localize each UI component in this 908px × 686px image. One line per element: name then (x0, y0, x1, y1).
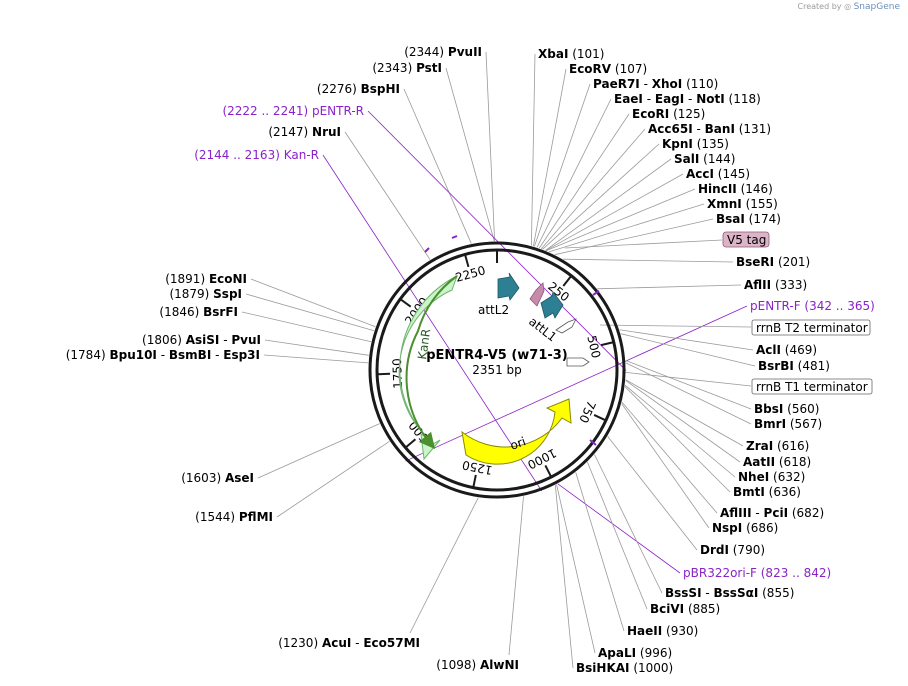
tick-mark (472, 474, 477, 488)
site-label-kpni[interactable]: KpnI (135) (662, 137, 729, 151)
site-label-aflii[interactable]: AflII (333) (744, 278, 807, 292)
site-label-bmti[interactable]: BmtI (636) (733, 485, 801, 499)
site-label-ecori[interactable]: EcoRI (125) (632, 107, 705, 121)
site-label-asisi[interactable]: (1806) AsiSI - PvuI (142, 333, 261, 347)
v5-tag-label: V5 tag (727, 233, 766, 247)
site-label-sali[interactable]: SalI (144) (674, 152, 735, 166)
site-label-eaei[interactable]: EaeI - EagI - NotI (118) (614, 92, 761, 106)
rrnb-t1-terminator-box[interactable]: rrnB T1 terminator (751, 378, 873, 395)
ori-feature[interactable]: ori (461, 398, 572, 465)
site-label-bbsi[interactable]: BbsI (560) (754, 402, 819, 416)
site-labels: XbaI (101)EcoRV (107)PaeR7I - XhoI (110)… (66, 45, 875, 675)
rrnb-t2-terminator-label: rrnB T2 terminator (756, 321, 868, 335)
rrnb-t1-terminator-label: rrnB T1 terminator (756, 380, 868, 394)
site-label-aatii[interactable]: AatII (618) (743, 455, 811, 469)
site-label-kan-r[interactable]: (2144 .. 2163) Kan-R (194, 148, 319, 162)
site-label-pflmi[interactable]: (1544) PflMI (195, 510, 273, 524)
site-label-nhei[interactable]: NheI (632) (738, 470, 805, 484)
plasmid-length: 2351 bp (472, 363, 522, 377)
site-label-nspi[interactable]: NspI (686) (712, 521, 778, 535)
site-label-drdi[interactable]: DrdI (790) (700, 543, 765, 557)
site-label-nrui[interactable]: (2147) NruI (268, 125, 341, 139)
attl2-label: attL2 (478, 303, 509, 317)
site-label-xbai[interactable]: XbaI (101) (538, 47, 605, 61)
site-label-pbr322ori-f[interactable]: pBR322ori-F (823 .. 842) (683, 566, 831, 580)
tick-mark (399, 298, 412, 308)
site-label-acc65i[interactable]: Acc65I - BanI (131) (648, 122, 771, 136)
site-label-econi[interactable]: (1891) EcoNI (165, 272, 247, 286)
site-label-acui[interactable]: (1230) AcuI - Eco57MI (278, 636, 420, 650)
primer-marks (424, 235, 600, 446)
site-label-sspi[interactable]: (1879) SspI (169, 287, 242, 301)
site-label-bseri[interactable]: BseRI (201) (736, 255, 810, 269)
site-label-bmri[interactable]: BmrI (567) (754, 417, 822, 431)
site-label-afliii[interactable]: AflIII - PciI (682) (720, 506, 824, 520)
site-label-hincii[interactable]: HincII (146) (698, 182, 773, 196)
site-label-ecorv[interactable]: EcoRV (107) (569, 62, 647, 76)
site-label-bpu10i[interactable]: (1784) Bpu10I - BsmBI - Esp3I (66, 348, 260, 362)
snapgene-credit: Created by ◎ SnapGene (798, 2, 901, 12)
plasmid-name: pENTR4-V5 (w71-3) (426, 348, 568, 363)
kanr-label: KanR (415, 328, 433, 361)
rrnb-t2-terminator-box[interactable]: rrnB T2 terminator (751, 319, 871, 336)
credit-prefix: Created by (797, 2, 842, 11)
rrnb-t2-glyph (555, 318, 577, 334)
v5-tag-feature[interactable] (529, 282, 545, 307)
tick-mark (593, 414, 607, 422)
site-label-pentr-r[interactable]: (2222 .. 2241) pENTR-R (222, 104, 364, 118)
tick-label: 500 (584, 334, 603, 360)
site-label-haeii[interactable]: HaeII (930) (627, 624, 698, 638)
tick-mark (544, 464, 553, 478)
attl1-label: attL1 (526, 314, 559, 344)
snapgene-logo-icon: ◎ (844, 2, 852, 11)
site-label-xmni[interactable]: XmnI (155) (707, 197, 778, 211)
site-label-bsrbi[interactable]: BsrBI (481) (758, 359, 830, 373)
site-label-psti[interactable]: (2343) PstI (372, 61, 442, 75)
site-label-bsssi[interactable]: BssSI - BssSαI (855) (665, 586, 794, 600)
label-connector-lines (241, 51, 756, 669)
tick-mark (600, 341, 614, 347)
kanr-feature[interactable]: KanR (398, 274, 458, 461)
tick-label: 2250 (454, 263, 487, 285)
site-label-acci[interactable]: AccI (145) (686, 167, 750, 181)
tick-mark (562, 275, 573, 287)
tick-mark (464, 254, 470, 268)
site-label-zrai[interactable]: ZraI (616) (746, 439, 809, 453)
site-label-bsrfi[interactable]: (1846) BsrFI (159, 305, 238, 319)
credit-brand: SnapGene (853, 2, 900, 12)
attl2-feature[interactable]: attL2 (478, 272, 520, 317)
site-label-asei[interactable]: (1603) AseI (181, 471, 254, 485)
site-label-apali[interactable]: ApaLI (996) (598, 646, 672, 660)
tick-label: 750 (576, 398, 598, 425)
v5-tag-box[interactable]: V5 tag (722, 231, 770, 248)
site-label-acli[interactable]: AclI (469) (756, 343, 817, 357)
site-label-alwni[interactable]: (1098) AlwNI (436, 658, 519, 672)
site-label-bsihkai[interactable]: BsiHKAI (1000) (576, 661, 673, 675)
site-label-paer7i[interactable]: PaeR7I - XhoI (110) (593, 77, 718, 91)
site-label-pvuii[interactable]: (2344) PvuII (404, 45, 482, 59)
tick-label: 1750 (390, 358, 405, 389)
site-label-bsai[interactable]: BsaI (174) (716, 212, 781, 226)
site-label-pentr-f[interactable]: pENTR-F (342 .. 365) (750, 299, 875, 313)
site-label-bcivi[interactable]: BciVI (885) (650, 602, 720, 616)
ori-label: ori (508, 434, 527, 452)
site-label-bsphi[interactable]: (2276) BspHI (317, 82, 400, 96)
rrnb-t1-glyph (566, 357, 590, 367)
tick-mark (404, 438, 417, 449)
